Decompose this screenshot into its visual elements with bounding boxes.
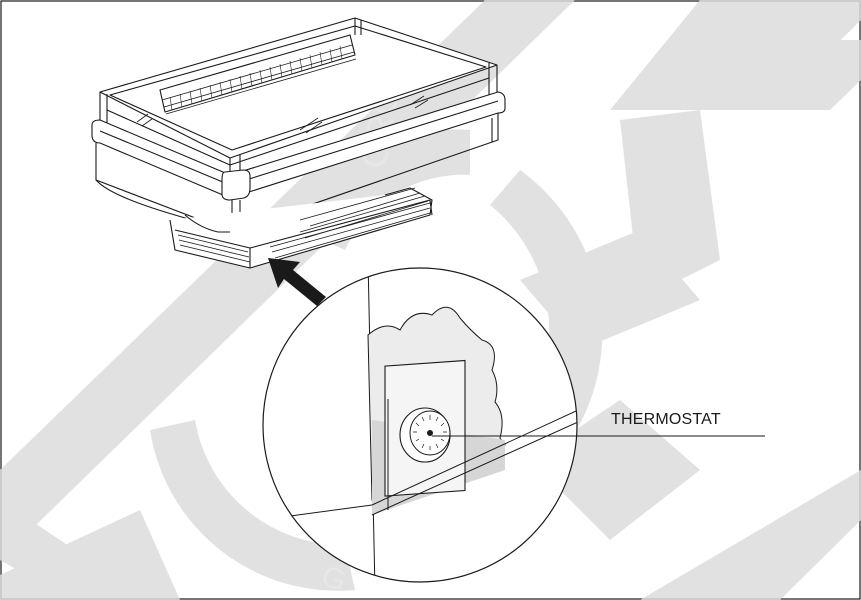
display-case	[91, 17, 506, 269]
glass-reflections	[136, 95, 429, 134]
thermostat-label: THERMOSTAT	[611, 411, 721, 428]
detail-magnifier	[262, 267, 578, 583]
base-louvres	[177, 187, 431, 263]
thermostat-knob	[399, 407, 451, 463]
arrow-icon	[268, 258, 326, 306]
grille-perforations	[169, 45, 343, 111]
